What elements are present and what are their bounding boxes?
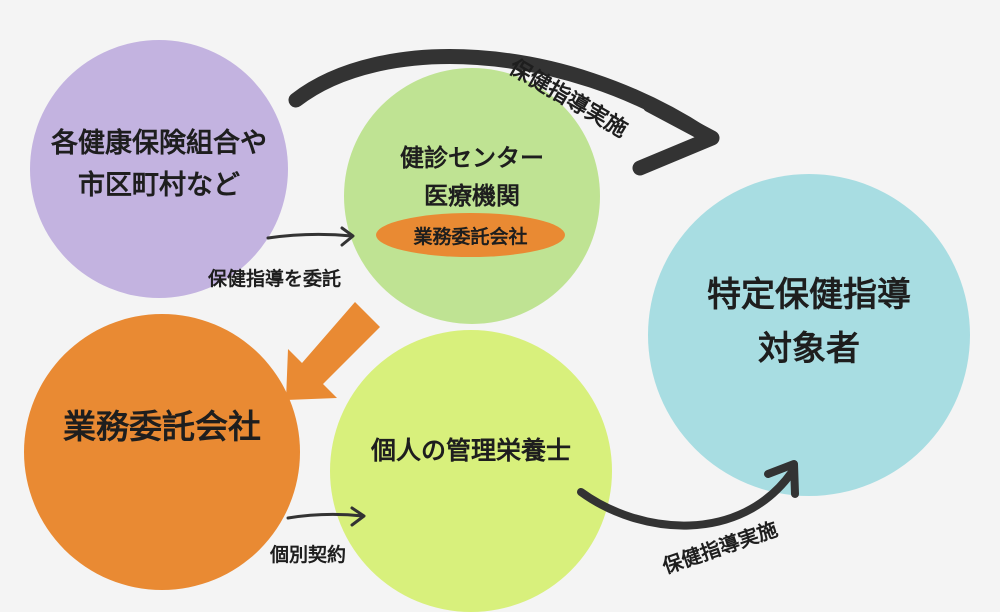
- insurer-label-line2: 市区町村など: [78, 170, 240, 201]
- insurer-label-line1: 各健康保険組合や: [51, 128, 267, 159]
- health-center-node: 健診センター 医療機関: [344, 68, 600, 324]
- contractor-node: 業務委託会社: [24, 314, 300, 590]
- health-center-label-line2: 医療機関: [424, 182, 520, 210]
- dietitian-label: 個人の管理栄養士: [370, 436, 571, 465]
- contractor-badge: 業務委託会社: [376, 213, 565, 257]
- delegate-label: 保健指導を委託: [208, 268, 342, 290]
- health-center-label-line1: 健診センター: [400, 144, 544, 172]
- top-curved-arrow: [288, 49, 713, 143]
- target-label-line2: 対象者: [758, 329, 860, 369]
- top-arrowhead: [632, 97, 720, 176]
- contract-label: 個別契約: [270, 544, 347, 566]
- contractor-label: 業務委託会社: [63, 407, 261, 446]
- bottom-arrowhead: [764, 460, 799, 498]
- target-node: 特定保健指導 対象者: [648, 174, 970, 496]
- delegate-arrow: [266, 226, 355, 247]
- dietitian-node: 個人の管理栄養士: [330, 330, 612, 612]
- orange-delegate-arrow: [286, 302, 380, 400]
- bottom-curved-arrow: [577, 468, 796, 530]
- insurer-node: 各健康保険組合や 市区町村など: [30, 40, 288, 298]
- contract-arrow: [286, 506, 366, 527]
- target-label-line1: 特定保健指導: [707, 275, 911, 315]
